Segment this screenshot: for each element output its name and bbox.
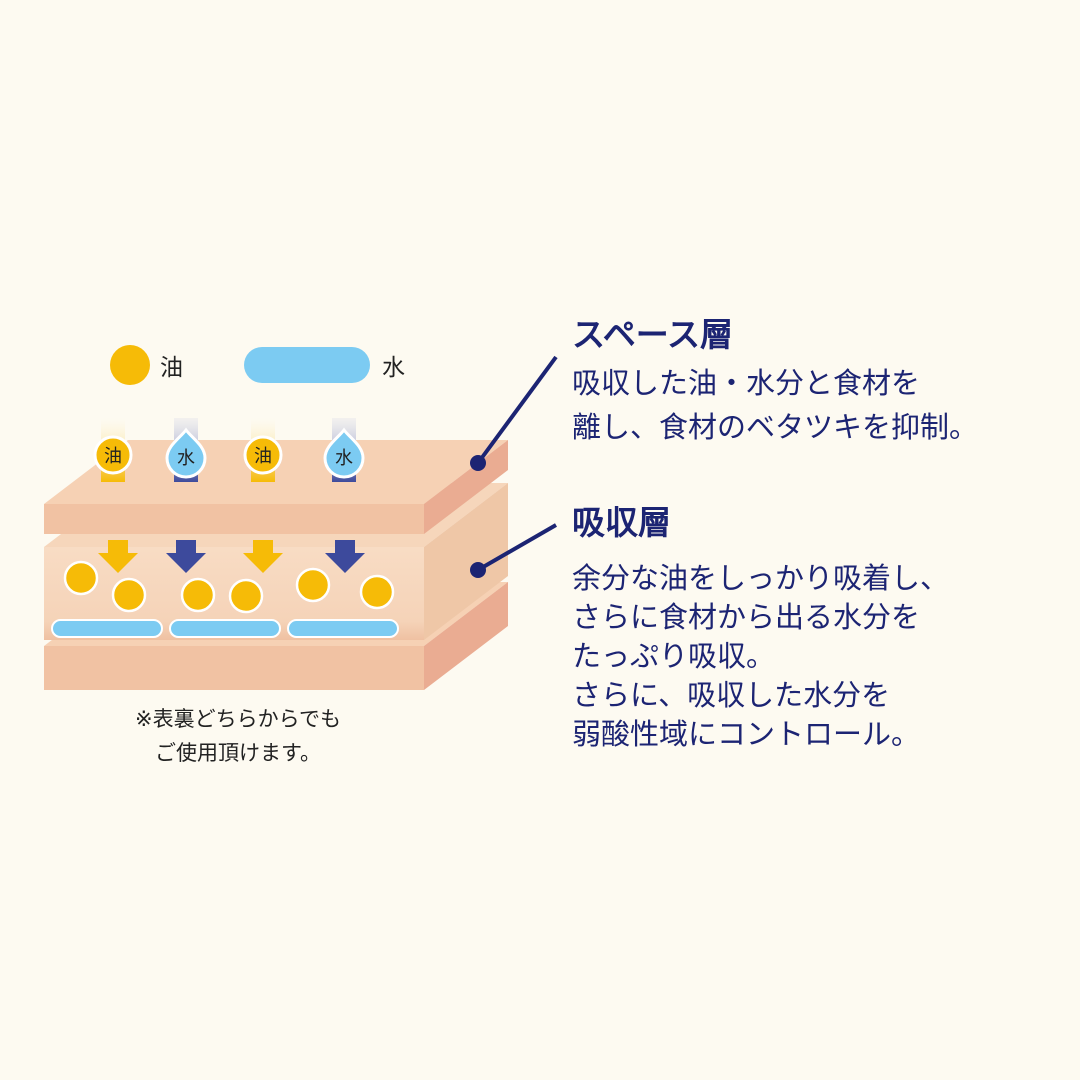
svg-text:水: 水 — [335, 448, 353, 469]
usage-note-line: ※表裏どちらからでも — [135, 707, 341, 731]
leader-lines — [470, 355, 558, 578]
water-down-arrow — [166, 540, 206, 573]
water-bar — [287, 619, 399, 638]
oil-legend-label: 油 — [160, 355, 183, 381]
absorbed-oil — [63, 560, 395, 614]
svg-text:水: 水 — [177, 448, 195, 469]
oil-down-arrow — [243, 540, 283, 573]
svg-text:油: 油 — [104, 446, 122, 467]
absorb-layer-dot — [470, 562, 486, 578]
absorb-layer-leader — [477, 523, 557, 572]
svg-text:油: 油 — [254, 446, 272, 467]
absorb-layer-desc-line: さらに、吸収した水分を — [572, 678, 890, 712]
oil-down-arrow — [98, 540, 138, 573]
space-layer-desc-line: 吸収した油・水分と食材を — [572, 366, 920, 400]
water-bar — [51, 619, 163, 638]
oil-droplet — [111, 577, 147, 613]
absorb-layer-desc-line: 弱酸性域にコントロール。 — [572, 717, 920, 751]
space-layer-title: スペース層 — [572, 315, 733, 354]
legend: 油 水 — [110, 345, 405, 385]
water-drop-badge: 水 — [165, 427, 207, 479]
space-layer-text: スペース層 吸収した油・水分と食材を 離し、食材のベタツキを抑制。 — [572, 315, 978, 444]
absorb-layer-desc-line: 余分な油をしっかり吸着し、 — [572, 561, 949, 595]
absorb-layer-desc-line: さらに食材から出る水分を — [572, 600, 920, 634]
usage-note-line: ご使用頂けます。 — [155, 741, 321, 765]
water-bar — [169, 619, 281, 638]
water-drop-badge: 水 — [323, 427, 365, 479]
oil-legend-swatch — [110, 345, 150, 385]
water-legend-swatch — [244, 347, 370, 383]
absorbed-water — [51, 619, 399, 638]
absorb-layer-desc-line: たっぷり吸収。 — [572, 639, 775, 673]
oil-droplet — [63, 560, 99, 596]
absorb-layer-title: 吸収層 — [572, 503, 671, 542]
water-down-arrow — [325, 540, 365, 573]
oil-badge: 油 — [243, 435, 283, 475]
water-legend-label: 水 — [382, 355, 405, 381]
oil-badge: 油 — [93, 435, 133, 475]
usage-note: ※表裏どちらからでも ご使用頂けます。 — [135, 707, 341, 765]
absorb-layer-text: 吸収層 余分な油をしっかり吸着し、 さらに食材から出る水分を たっぷり吸収。 さ… — [572, 503, 949, 751]
top-arrows: 油 水 油 水 — [93, 418, 365, 482]
inner-arrows — [98, 540, 365, 573]
space-layer-leader — [476, 355, 558, 465]
oil-droplet — [228, 578, 264, 614]
space-layer-block — [44, 440, 508, 534]
oil-droplet — [359, 574, 395, 610]
space-layer-desc-line: 離し、食材のベタツキを抑制。 — [572, 410, 978, 444]
space-layer-dot — [470, 455, 486, 471]
oil-droplet — [295, 567, 331, 603]
oil-droplet — [180, 577, 216, 613]
